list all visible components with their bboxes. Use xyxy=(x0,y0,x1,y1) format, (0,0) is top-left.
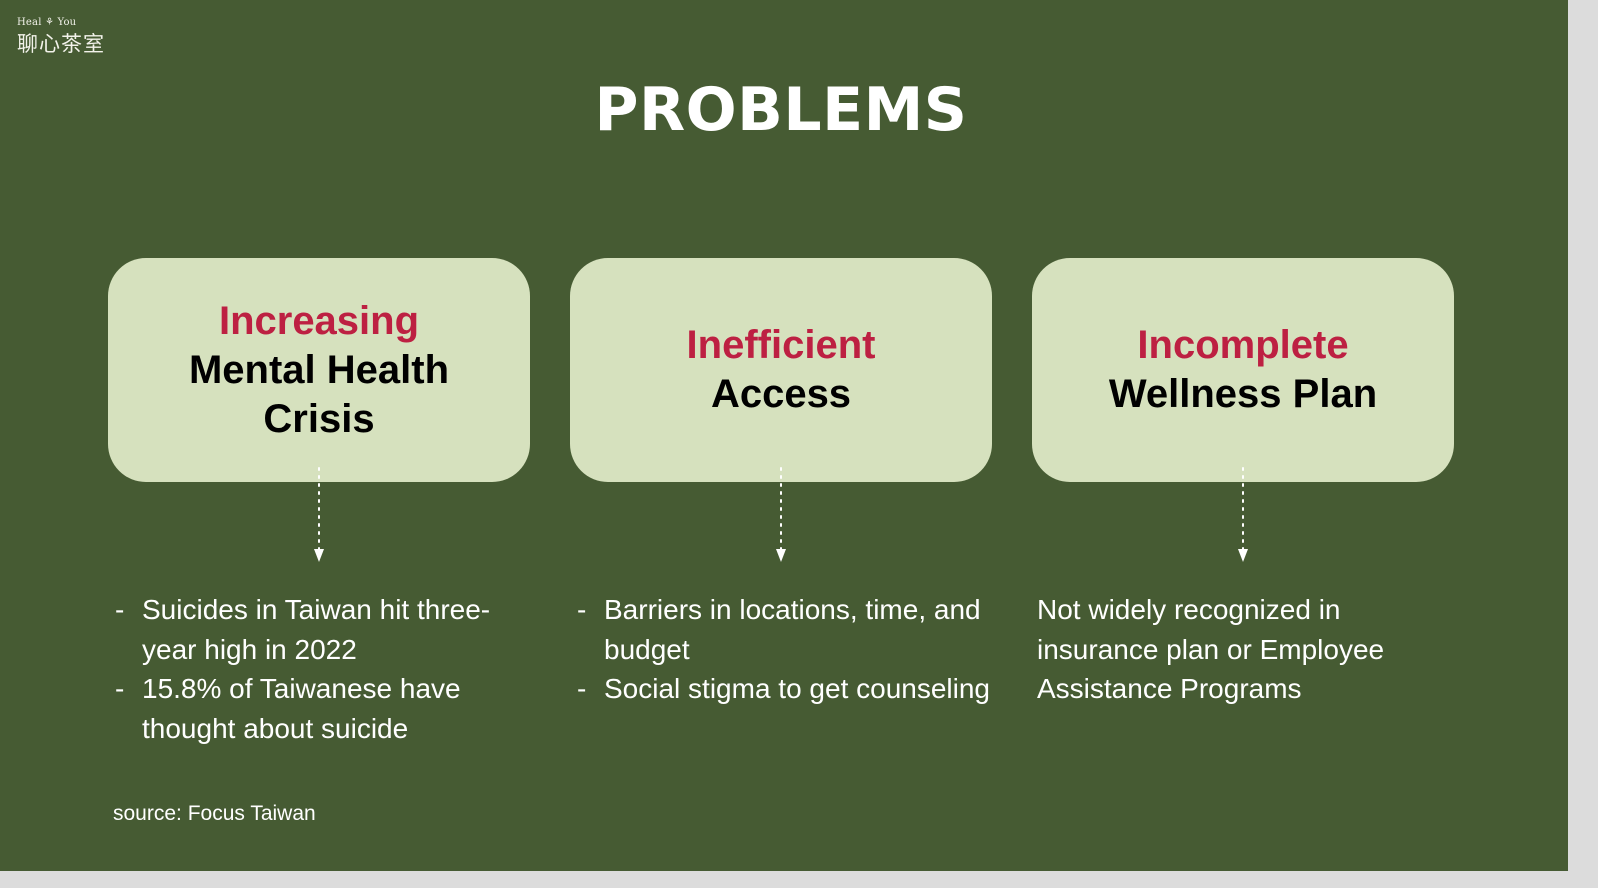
problem-card-wellness-plan: Incomplete Wellness Plan xyxy=(1032,258,1454,482)
problem-subject: Mental Health Crisis xyxy=(188,347,450,441)
problem-card-heading: Incomplete Wellness Plan xyxy=(1109,321,1377,419)
page-title: PROBLEMS xyxy=(594,75,968,145)
list-item: Suicides in Taiwan hit three-year high i… xyxy=(108,590,528,669)
problem-keyword: Inefficient xyxy=(686,323,876,367)
logo-tagline: Heal ⚘ You xyxy=(17,17,77,28)
logo: Heal ⚘ You 聊心茶室 xyxy=(17,17,127,57)
problem-subject: Wellness Plan xyxy=(1108,372,1378,416)
problem-details-wellness-plan: Not widely recognized in insurance plan … xyxy=(1037,594,1385,704)
dotted-arrow-down-icon xyxy=(776,467,786,562)
list-item: Barriers in locations, time, and budget xyxy=(570,590,990,669)
source-note: source: Focus Taiwan xyxy=(113,802,316,825)
logo-tagline-row: Heal ⚘ You xyxy=(17,17,127,29)
dotted-arrow-down-icon xyxy=(314,467,324,562)
problem-card-access: Inefficient Access xyxy=(570,258,992,482)
problem-card-heading: Inefficient Access xyxy=(687,321,876,419)
problem-keyword: Incomplete xyxy=(1137,323,1349,367)
problem-card-heading: Increasing Mental Health Crisis xyxy=(169,297,469,444)
slide-canvas: Heal ⚘ You 聊心茶室 PROBLEMS Increasing Ment… xyxy=(0,0,1568,871)
problem-subject: Access xyxy=(710,372,852,416)
problem-details-access: Barriers in locations, time, and budget … xyxy=(570,590,990,709)
logo-name: 聊心茶室 xyxy=(17,32,105,56)
problem-keyword: Increasing xyxy=(218,298,420,343)
list-item: Social stigma to get counseling xyxy=(570,669,990,709)
problem-card-mental-health: Increasing Mental Health Crisis xyxy=(108,258,530,482)
problem-details-mental-health: Suicides in Taiwan hit three-year high i… xyxy=(108,590,528,748)
dotted-arrow-down-icon xyxy=(1238,467,1248,562)
list-item: 15.8% of Taiwanese have thought about su… xyxy=(108,669,528,748)
